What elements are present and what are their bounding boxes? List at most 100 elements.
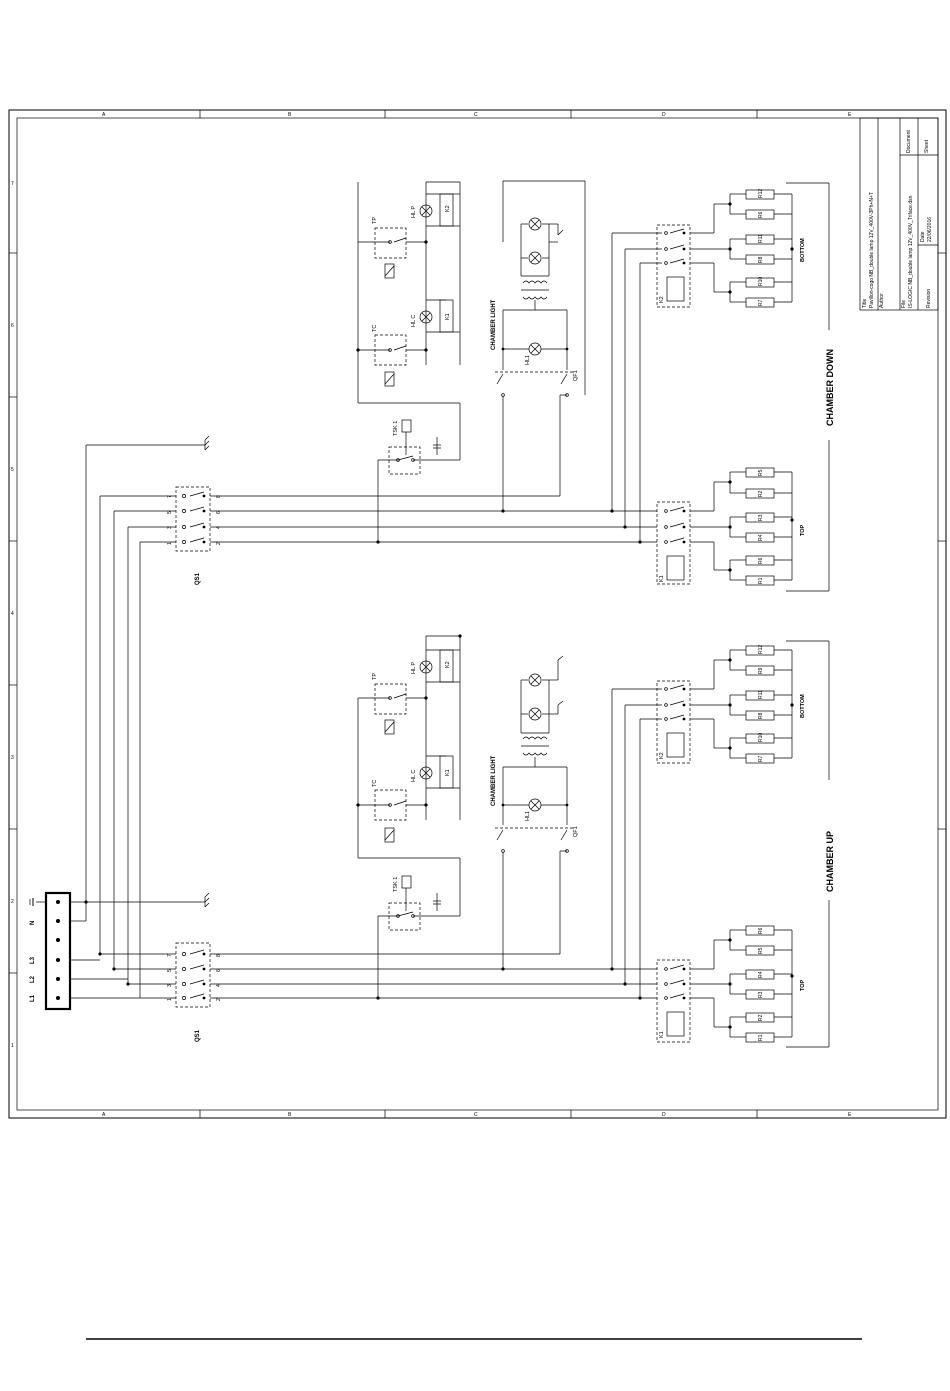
svg-text:K1: K1 [659, 1031, 665, 1038]
svg-text:2: 2 [216, 998, 222, 1001]
svg-text:K1: K1 [445, 313, 451, 320]
svg-text:R11: R11 [758, 234, 764, 243]
svg-text:HL P: HL P [411, 206, 417, 218]
svg-text:R7: R7 [758, 755, 764, 762]
top-label-down: TOP [800, 524, 806, 536]
svg-text:TC: TC [372, 780, 378, 787]
svg-text:2: 2 [216, 542, 222, 545]
svg-text:3: 3 [167, 984, 173, 987]
svg-text:R6: R6 [758, 557, 764, 564]
tick-top-b: B [288, 112, 292, 118]
svg-text:TP: TP [372, 217, 378, 224]
svg-text:R2: R2 [758, 1014, 764, 1021]
svg-text:R10: R10 [758, 277, 764, 286]
tick-bottom-d: D [662, 1112, 666, 1118]
chamber-up-title: CHAMBER UP [825, 831, 835, 892]
tick-left-2: 2 [11, 899, 14, 905]
title-label: Title [862, 299, 868, 308]
qs1-switch-down [175, 486, 211, 552]
svg-text:HL C: HL C [411, 770, 417, 782]
svg-text:QF1: QF1 [573, 826, 579, 837]
title-value: Pavillon-cogo NB_double lamp 12V_400V-3P… [869, 192, 875, 308]
tick-top-a: A [102, 112, 106, 118]
tick-top-e: E [848, 112, 852, 118]
tick-bottom-e: E [848, 1112, 852, 1118]
svg-text:4: 4 [216, 526, 222, 529]
svg-text:QF1: QF1 [573, 370, 579, 381]
svg-text:R6: R6 [758, 927, 764, 934]
tsk1-label-up: TSK 1 [393, 877, 399, 892]
tick-bottom-c: C [474, 1112, 478, 1118]
svg-text:R8: R8 [758, 712, 764, 719]
bottom-label-up: BOTTOM [800, 694, 806, 718]
svg-text:8: 8 [216, 954, 222, 957]
terminal-n: N [30, 921, 36, 925]
feed-wiring [70, 444, 205, 999]
chamber-down-title: CHAMBER DOWN [825, 349, 835, 426]
tick-left-4: 4 [11, 611, 14, 617]
sheet-label: Sheet [924, 139, 930, 153]
tick-left-3: 3 [11, 755, 14, 761]
terminal-l1: L1 [30, 994, 36, 1002]
svg-text:HL P: HL P [411, 662, 417, 674]
chamber-light-label-down: CHAMBER LIGHT [491, 299, 497, 350]
svg-text:R1: R1 [758, 1034, 764, 1041]
svg-text:K1: K1 [445, 769, 451, 776]
svg-text:8: 8 [216, 495, 222, 498]
svg-text:R5: R5 [758, 469, 764, 476]
svg-text:1: 1 [167, 998, 173, 1001]
file-label: File [901, 300, 907, 308]
terminal-block: N L3 L2 L1 [29, 891, 72, 1011]
svg-text:R6: R6 [758, 211, 764, 218]
svg-text:HL1: HL1 [525, 355, 531, 365]
tsk1-label-down: TSK 1 [393, 421, 399, 436]
svg-text:TP: TP [372, 673, 378, 680]
qs1-switch-up [175, 942, 211, 1008]
svg-text:R3: R3 [758, 514, 764, 521]
tick-left-5: 5 [11, 467, 14, 473]
svg-text:K1: K1 [659, 575, 665, 582]
svg-text:5: 5 [167, 511, 173, 514]
svg-text:HL1: HL1 [525, 811, 531, 821]
svg-text:HL C: HL C [411, 315, 417, 327]
svg-text:R12: R12 [758, 645, 764, 654]
svg-text:7: 7 [167, 954, 173, 957]
svg-text:R3: R3 [758, 991, 764, 998]
revision-label: Revision [926, 289, 932, 308]
frame-outer [8, 109, 947, 1119]
top-label-up: TOP [800, 979, 806, 991]
svg-text:K2: K2 [659, 752, 665, 759]
chamber-down: 7 5 3 1 8 6 4 2 QS1 TSK 1 [167, 180, 835, 592]
tick-left-7: 7 [11, 181, 14, 187]
svg-text:R10: R10 [758, 733, 764, 742]
terminal-l2: L2 [30, 975, 36, 983]
svg-text:6: 6 [216, 511, 222, 514]
tick-left-1: 1 [11, 1043, 14, 1049]
qs1-label-up: QS1 [195, 1029, 201, 1042]
terminal-l3: L3 [30, 956, 36, 964]
svg-text:R8: R8 [758, 256, 764, 263]
date-value: 22/06/2016 [927, 217, 933, 242]
svg-text:R4: R4 [758, 971, 764, 978]
tsk1-down [388, 446, 421, 475]
qs1-label-down: QS1 [195, 572, 201, 585]
date-label: Date [920, 231, 926, 242]
svg-text:R11: R11 [758, 690, 764, 699]
file-value: IS-LOGIC NB_double lamp 12V_400V_Triface… [908, 195, 914, 308]
svg-text:4: 4 [216, 984, 222, 987]
svg-text:7: 7 [167, 495, 173, 498]
svg-text:TC: TC [372, 325, 378, 332]
svg-text:6: 6 [216, 969, 222, 972]
svg-text:R1: R1 [758, 577, 764, 584]
bottom-label-down: BOTTOM [800, 238, 806, 262]
earth-symbols [204, 435, 210, 908]
svg-text:K2: K2 [445, 661, 451, 668]
frame-ticks [9, 110, 946, 1118]
svg-text:R5: R5 [758, 947, 764, 954]
svg-text:R7: R7 [758, 299, 764, 306]
tick-top-c: C [474, 112, 478, 118]
chamber-up: 7 5 3 1 8 6 4 2 QS1 TSK 1 [167, 634, 835, 1048]
author-label: Author [879, 293, 885, 308]
tsk1-up [388, 902, 421, 931]
title-block: Title Pavillon-cogo NB_double lamp 12V_4… [859, 117, 939, 311]
